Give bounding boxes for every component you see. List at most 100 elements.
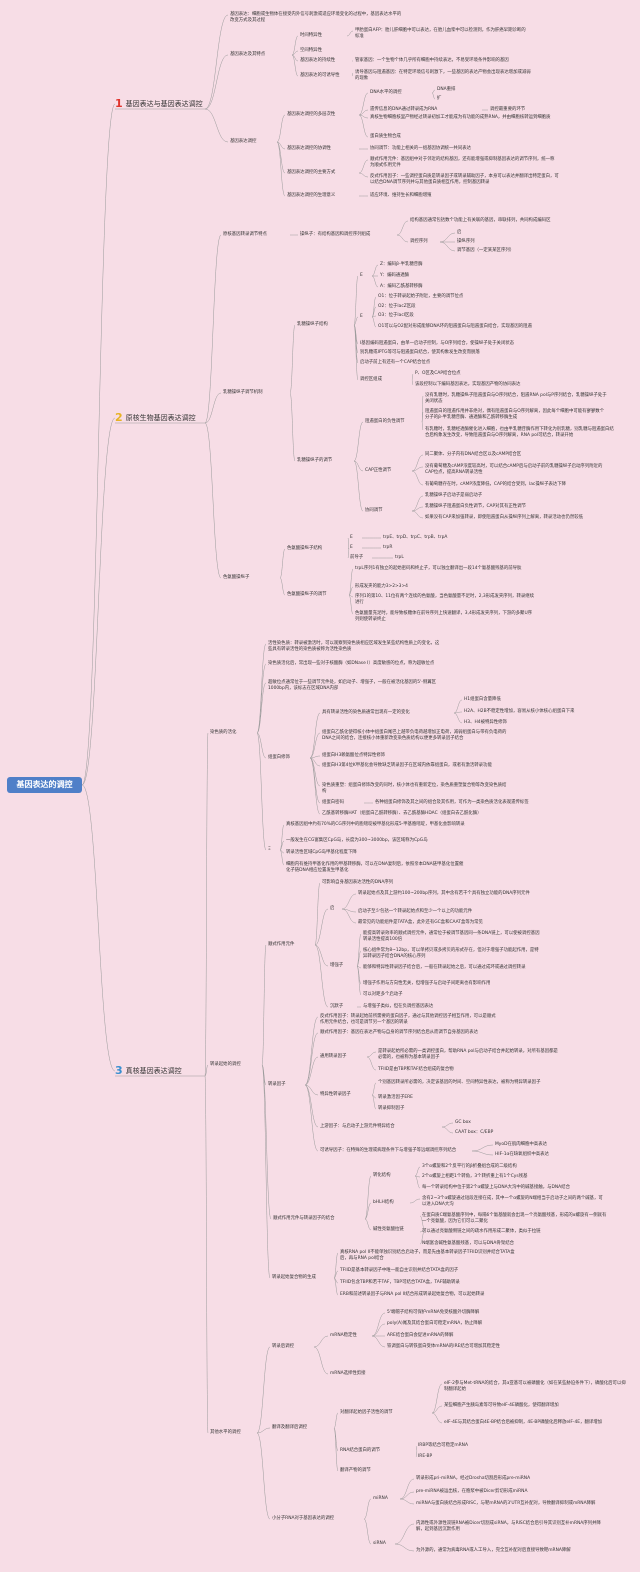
- node-s3b2d1[interactable]: 个别基因转录所必需的，决定该基因的时间、空间特异性表达，被称为特异转录因子: [378, 1080, 541, 1085]
- node-s3b3a[interactable]: 转化结构: [373, 1173, 391, 1178]
- node-s3b2e[interactable]: 上游因子：与启动子上游元件特异结合: [320, 1124, 395, 1129]
- node-s2b2b3[interactable]: 有葡萄糖存在时，cAMP浓度降低，CAP的结合受到，lac操纵子表达下降: [425, 482, 567, 487]
- node-s2c1c[interactable]: 前导子: [350, 555, 364, 560]
- node-s1b4[interactable]: 基因表达的可诱导性: [300, 73, 340, 78]
- node-s3b3c1[interactable]: 在蛋白质C端氨基酸序列中，每隔6个氨基酸就会出现一个亮氨酸残基，形成的α螺旋有一…: [422, 1213, 607, 1224]
- node-s1c2[interactable]: 基因表达调控的协调性: [287, 146, 331, 151]
- node-s3b2f1[interactable]: MyoD在肌肉细胞中高表达: [495, 1142, 547, 1147]
- node-s3c3[interactable]: 小分子RNA对于基因表达的调控: [272, 1516, 335, 1521]
- node-s2b1b2[interactable]: O2：位于lacZ区段: [378, 304, 416, 309]
- node-s3c2a1[interactable]: eIF-2参与Met-tRNA的结合，其α亚基可以被磷酸化（如在某些胁迫条件下）…: [444, 1381, 626, 1392]
- node-s3c2a[interactable]: 对翻译起始因子活性的调节: [340, 1410, 393, 1415]
- node-s1c1d[interactable]: 蛋白质生物合成: [370, 134, 401, 139]
- node-s3b2f[interactable]: 可诱导因子：在特殊的生理或病理条件下与增强子等远端调控序列结合: [320, 1148, 457, 1153]
- node-s3b4[interactable]: 转录起始复合物的生成: [272, 1275, 316, 1280]
- node-s1c4a[interactable]: 适应环境、维持生长和细胞增殖: [370, 193, 432, 198]
- node-s3c2b1[interactable]: IRBP等结合可稳定mRNA: [418, 1443, 468, 1448]
- node-s3b2c2[interactable]: TFIID是由TBP和TAF结合组成的复合物: [378, 1067, 454, 1072]
- node-s2b2a1[interactable]: 没有乳糖时，乳糖操纵子阻遏蛋白与O序列结合，阻遏RNA pol与P序列结合，乳糖…: [425, 393, 607, 404]
- node-s3b1c4[interactable]: 增强子作用与方向性无关，但增强子与启动子间距离也有影响作用: [363, 981, 491, 986]
- node-s2b2b2[interactable]: 没有葡萄糖及cAMP浓度较高时，可以结合cAMP后与启动子前的乳糖操纵子启动序列…: [425, 464, 603, 475]
- node-s2b2a[interactable]: 阻遏蛋白的负性调节: [365, 419, 405, 424]
- node-s2b1b4[interactable]: O1可以与O2配对形成能够DNA环的阻遏蛋白与阻遏蛋白结合，实现基因的阻遏: [378, 324, 532, 329]
- node-s3b[interactable]: 转录起始的调控: [210, 1062, 241, 1067]
- node-s3c1[interactable]: 转录后调控: [272, 1344, 294, 1349]
- node-s3c3a[interactable]: miRNA: [373, 1496, 388, 1501]
- node-s2a1b2[interactable]: 操纵序列: [457, 239, 475, 244]
- node-s3b2f2[interactable]: HIF-1α在缺氧组织中高表达: [495, 1152, 549, 1157]
- node-s2b1b1[interactable]: O1：位于转录起始子附近，主要的调节位点: [378, 294, 464, 299]
- node-s1b3[interactable]: 基因表达的持续性: [300, 58, 336, 63]
- node-s3b3a2[interactable]: 2个α螺旋上相距1个转角，3个转折重上有1个Cys残基: [422, 1174, 528, 1179]
- node-s3b1b3[interactable]: 最常见的功能组件是TATA盒，此外还有GC盒和CAAT盒等为常见: [358, 920, 483, 925]
- node-s1c1a[interactable]: DNA水平的调控: [370, 90, 402, 95]
- node-s2b1b[interactable]: E: [360, 314, 363, 319]
- node-s3c3b2[interactable]: 为外源的，通常为病毒RNA或人工导入，完全互补配对后直接导致靶mRNA降解: [416, 1548, 571, 1553]
- node-s3a5d[interactable]: 细胞内有维持甲基化作用的甲基转移酶，可以在DNA复制后，依照亲本DNA链甲基化位…: [286, 862, 464, 873]
- node-s3a1[interactable]: 活性染色质：转录被激活时，可以观察到染色质相应区域发生某些结构性质上的变化，这些…: [268, 641, 440, 652]
- node-s1c[interactable]: 基因表达调控: [230, 139, 257, 144]
- node-s3c3a1[interactable]: 转录形成pri-miRNA，经过Drosha切割后形成pre-miRNA: [416, 1476, 531, 1481]
- node-s3b3c2[interactable]: 可以通过亮氨酸侧链之间的疏水作用形成二聚体，类似于拉链: [422, 1229, 541, 1234]
- node-s3a4a2[interactable]: H2A、H2B不稳定性增加，容易从核小体核心组蛋白下来: [464, 709, 575, 714]
- node-s3a4f[interactable]: 组蛋白密码: [322, 800, 344, 805]
- node-s2b1[interactable]: 乳糖操纵子结构: [297, 322, 328, 327]
- node-s3c3a3[interactable]: miRNA与蛋白质结合形成RISC，与靶mRNA的3'UTR互补配对，导致翻译抑…: [416, 1501, 596, 1506]
- node-s3b1b[interactable]: 启: [330, 906, 335, 911]
- node-s3b3[interactable]: 顺式作用元件与转录因子的结合: [273, 1216, 335, 1221]
- node-s3b4d[interactable]: ERB和前述转录因子与RNA pol II结合形成转录起始复合物，可以起始转录: [340, 1292, 485, 1297]
- node-s3b2[interactable]: 转录因子: [268, 1082, 286, 1087]
- node-s3b1c[interactable]: 增强子: [330, 963, 344, 968]
- node-s3a5b[interactable]: 一般发生在CG富集区CpG岛，长度为300~3000bp，该区域称为CpG岛: [286, 838, 428, 843]
- node-s2b2a2[interactable]: 阻遏蛋白的阻遏作用并非绝对，偶有阻遏蛋白与O序列解离，因此每个细胞中可能有寥寥数…: [425, 409, 605, 420]
- node-s3a4a[interactable]: 具有转录活性的染色质通常出现有一定的变化: [322, 710, 410, 715]
- node-s2c2c[interactable]: 序列1的第10、11位有两个连续的色氨酸，当色氨酸量不足时，2,3形成发夹序列，…: [355, 594, 535, 605]
- node-s2b1a[interactable]: E: [360, 273, 363, 278]
- node-s3b1d[interactable]: 沉默子: [330, 1004, 344, 1009]
- node-s3b2d2[interactable]: 转录激活因子ERE: [378, 1095, 413, 1100]
- node-s3c1b[interactable]: mRNA选择性剪接: [330, 1371, 366, 1376]
- node-s2b2[interactable]: 乳糖操纵子的调节: [297, 458, 333, 463]
- node-s2b1a2[interactable]: Y：编码通透酶: [380, 273, 410, 278]
- node-s3a4a1[interactable]: H1组蛋白含量降低: [464, 697, 501, 702]
- node-s3b1d1[interactable]: 与增强子类似，但在负调控基因表达: [363, 1004, 434, 1009]
- node-s3b1c3[interactable]: 能够和特异性转录因子结合后，一般在转录起始之后，可以通过成环或通过调控转录: [363, 965, 526, 970]
- node-s3a3[interactable]: 超敏位点通常位于一些调节元件处，如启动子、增强子，一般在被活化基因的5'-侧翼区…: [268, 680, 437, 691]
- node-s1c1b1[interactable]: 调控最重要的环节: [490, 107, 526, 112]
- node-s3b1[interactable]: 顺式作用元件: [268, 942, 295, 947]
- node-s3a[interactable]: 染色质的活化: [210, 730, 237, 735]
- node-s3b2e1[interactable]: GC box: [455, 1120, 471, 1125]
- node-s2a1a[interactable]: 结构基因通常包括数个功能上有关联的基因，串联排列，共同构成编码区: [410, 218, 551, 223]
- node-s2c2a[interactable]: trpL序列1有独立的起始密码和终止子，可以独立翻译出一段14个氨基酸残基的前导…: [355, 566, 522, 571]
- node-s3a4c[interactable]: 组蛋白H3赖氨酸位点特异性修饰: [322, 753, 386, 758]
- node-s2a1b1[interactable]: 启: [457, 230, 462, 235]
- node-s3b3b1[interactable]: 含有2~3个α螺旋通过短段连接在成，其中一个α螺旋的N端相当于启动子之间的两个碱…: [422, 1196, 603, 1207]
- node-s2b1a3[interactable]: A：编码乙酰基转移酶: [380, 284, 423, 289]
- node-s2c1b1[interactable]: trpR: [383, 545, 393, 550]
- node-s2a1b[interactable]: 调控序列: [410, 239, 428, 244]
- node-s2c[interactable]: 色氨酸操纵子: [223, 575, 250, 580]
- node-s3a4g[interactable]: 乙酰基转移酶HAT（组蛋白乙酰转移酶）、去乙酰基酶HDAC（组蛋白去乙酰化酶）: [322, 811, 482, 816]
- node-s3a4d[interactable]: 组蛋白H3第4位K甲基化会导致缺乏转录因子在区域内依靠组蛋白，或者有激活转录功能: [322, 763, 492, 768]
- node-s2b1a1[interactable]: Z：编码β-半乳糖苷酶: [380, 262, 423, 267]
- node-s3b1b2[interactable]: 启动子至少包括一个转录起始点和至少一个以上的功能元件: [358, 909, 473, 914]
- node-s2c1a1[interactable]: trpE、trpD、trpC、trpB、trpA: [383, 535, 448, 540]
- node-s3b3a1[interactable]: 3个α螺旋和2个反平行的β折叠组合成的二级结构: [422, 1164, 517, 1169]
- node-s2b[interactable]: 乳糖操纵子调节机制: [223, 390, 263, 395]
- node-s3c1a[interactable]: mRNA稳定性: [330, 1333, 357, 1338]
- node-s2a1[interactable]: 操纵子：有结构基因和调控序列组成: [300, 232, 371, 237]
- node-s2b2c1[interactable]: 乳糖操纵子启动子是弱启动子: [425, 493, 483, 498]
- node-s3c3b1[interactable]: 内源性或外源性双链RNA被Dicer切割成siRNA，与RISC结合后引导其识别…: [416, 1521, 601, 1532]
- node-s2b1d[interactable]: 启动子前上有还有一个CAP结合位点: [360, 360, 431, 365]
- node-s3a2[interactable]: 染色质活化后，常出现一些对于核酸酶（如DNase I）高度敏感的位点，称为超敏位…: [268, 661, 435, 666]
- node-s1a[interactable]: 基因表达：细胞或生物体在接受内外信号刺激或适应环境变化的过程中，基因表达水平的改…: [230, 12, 402, 23]
- node-s2c1c1[interactable]: trpL: [395, 555, 404, 560]
- node-s2b2c2[interactable]: 乳糖操纵子阻遏蛋白负性调节，CAP对其有正性调节: [425, 504, 526, 509]
- node-s3b2e2[interactable]: CAAT box：C/EBP: [455, 1130, 494, 1135]
- node-s2b2a3[interactable]: 有乳糖时，乳糖经透酶催化进入细胞，也由半乳糖苷酶作用下转化为别乳糖，别乳糖与阻遏…: [425, 427, 614, 438]
- node-s3b1c2[interactable]: 核心组件常为8~12bp，可以单拷贝或多拷贝的形式存在，但对于增强子功能起作用，…: [363, 948, 539, 959]
- node-s2b1c2[interactable]: 别乳糖或IPTG等可与阻遏蛋白结合，使其构象发生改变而脱落: [360, 350, 480, 355]
- node-s3c2a2[interactable]: 某些细胞产生胰岛素等可导致eIF-4E磷酸化，使得翻译增加: [444, 1403, 559, 1408]
